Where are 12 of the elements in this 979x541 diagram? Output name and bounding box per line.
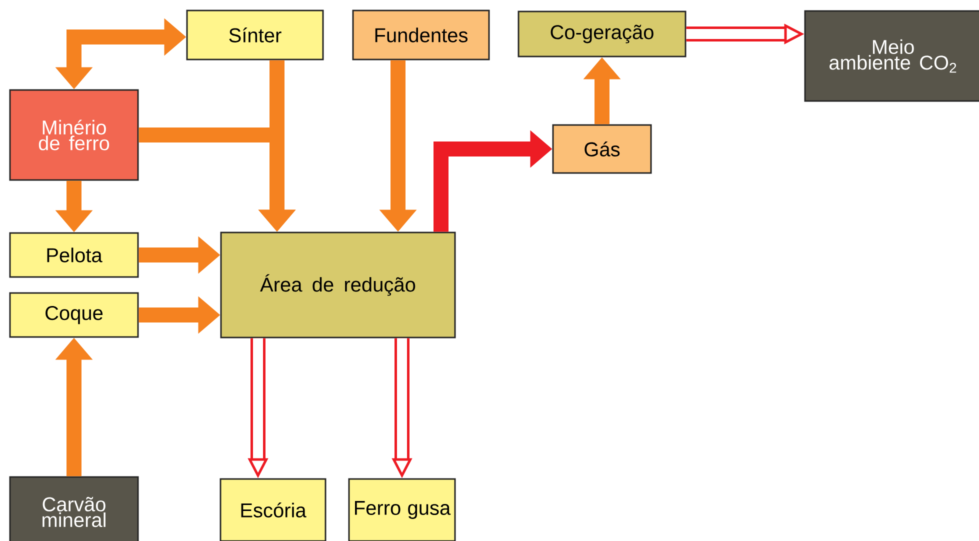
process-box: Ferro gusa [348, 478, 456, 541]
process-box: Pelota [9, 232, 139, 278]
process-box: Fundentes [352, 10, 490, 60]
process-box: Minério de ferro [9, 89, 139, 181]
process-box: Gás [552, 124, 652, 174]
process-box: Co-geração [518, 10, 686, 58]
process-box: Escória [220, 478, 326, 541]
process-box: Meio ambiente CO$_{2}$ [804, 10, 979, 102]
process-box: Área de redução [220, 232, 456, 338]
process-box: Coque [9, 292, 139, 338]
process-box: Sínter [186, 10, 324, 60]
process-box: Carvão mineral [9, 476, 139, 541]
